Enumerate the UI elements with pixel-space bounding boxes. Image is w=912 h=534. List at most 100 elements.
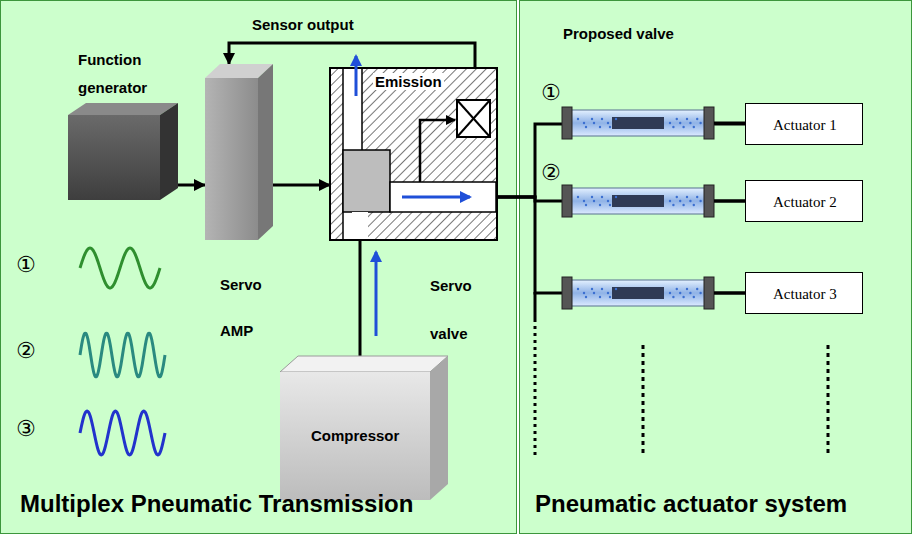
servo-valve-body-part [361,69,363,150]
connector [178,184,205,187]
proposed-valve-part [583,122,585,124]
manifold-continuation-part [827,345,830,455]
proposed-valve-part [682,204,684,206]
node-text: Actuator 1 [773,116,837,134]
node-text: Pneumatic actuator system [535,490,847,519]
node-text: Function generator [78,46,168,102]
proposed-valve-part [693,126,695,128]
callout-number: ② [16,338,36,363]
callout-number: ① [16,252,36,277]
callout-number: ③ [16,416,36,441]
emission-arrow [355,56,358,96]
manifold-continuation-part [642,345,645,455]
proposed-valve-part [686,288,688,290]
servo-valve-body-part [390,182,496,212]
proposed-valve-part [615,196,617,198]
part-name: Proposed valve [563,25,674,42]
servo-valve-body-part [352,212,368,239]
compressor-box-part [280,356,448,372]
proposed-valve-group [562,107,745,309]
servo-valve-body-part [457,100,490,137]
proposed-valve-part [714,122,745,125]
proposed-valve-part [609,204,611,206]
proposed-valve-part [672,296,674,298]
servo-amp-box-part [205,78,258,240]
proposed-valve-part [601,196,603,198]
proposed-valve-part [585,204,587,206]
function-generator-box [68,103,178,200]
supply-flow-arrow [375,252,378,336]
proposed-valve-part [583,292,585,294]
proposed-valve-part [570,280,706,306]
manifold-continuation [535,292,828,455]
proposed-valve [562,107,745,139]
proposed-valve-part [669,122,671,124]
servo-valve: Servo valve [330,68,497,240]
proposed-valve-part [696,196,698,198]
proposed-valve-part [609,126,611,128]
proposed-valve-part [696,288,698,290]
compressor-box-part [430,356,448,500]
proposed-valve-part [591,118,593,120]
proposed-valve-part [577,118,579,120]
proposed-valve-part [585,126,587,128]
proposed-valve-part [612,287,664,299]
proposed-valve-part [672,126,674,128]
proposed-valve-part [562,107,572,139]
proposed-valve-part [585,296,587,298]
function-generator-box-part [68,115,160,200]
proposed-valve-part [714,200,745,203]
servo-valve-body-part [457,100,490,137]
proposed-valve-part [577,288,579,290]
manifold-continuation-part [534,326,537,455]
proposed-valve-part [562,277,572,309]
proposed-valve-part [714,292,745,295]
callout-number: ② [541,160,561,185]
proposed-valve-part [682,126,684,128]
node-text: Compressor [311,427,399,445]
panel: Pneumatic actuator system Actuator 1 Actua… [519,0,912,534]
sine-wave [80,333,165,377]
compressor: Compressor [280,372,430,500]
compressor-box [280,356,448,500]
manifold-continuation-part [534,292,537,322]
proposed-valve-part [689,200,691,202]
proposed-valve-part [699,200,701,202]
proposed-valve [562,185,745,217]
actuator-box: Actuator 2 [745,180,863,222]
proposed-valve-part [583,200,585,202]
proposed-valve-part [679,122,681,124]
proposed-valve-part [693,204,695,206]
left-panel-ground [1,1,517,534]
proposed-valve-part [686,118,688,120]
servo-valve-body-part [343,150,390,212]
callout-number: ① [541,80,561,105]
proposed-valve-part [689,122,691,124]
connector-label: Sensor output [250,16,356,33]
proposed-valve-part [615,118,617,120]
proposed-valve-part [562,185,572,217]
proposed-valve-part [593,292,595,294]
proposed-valve-part [599,296,601,298]
proposed-valve-part [577,196,579,198]
proposed-valve-part [591,196,593,198]
connector [273,184,330,187]
proposed-valve-part [599,126,601,128]
proposed-valve-part [676,118,678,120]
servo-amp-box-part [258,64,273,240]
proposed-valve [562,277,745,309]
servo-amp-box [205,64,273,240]
proposed-valve-part [593,122,595,124]
sine-wave [80,411,165,455]
proposed-valve-part [669,292,671,294]
signal-name: Emission [373,73,444,90]
proposed-valve-part [682,296,684,298]
actuator-box: Actuator 1 [745,103,863,145]
node-text: Actuator 3 [773,285,837,303]
actuator-box: Actuator 3 [745,272,863,314]
proposed-valve-part [676,288,678,290]
proposed-valve-part [704,277,714,309]
proposed-valve-part [672,204,674,206]
proposed-valve-part [689,292,691,294]
